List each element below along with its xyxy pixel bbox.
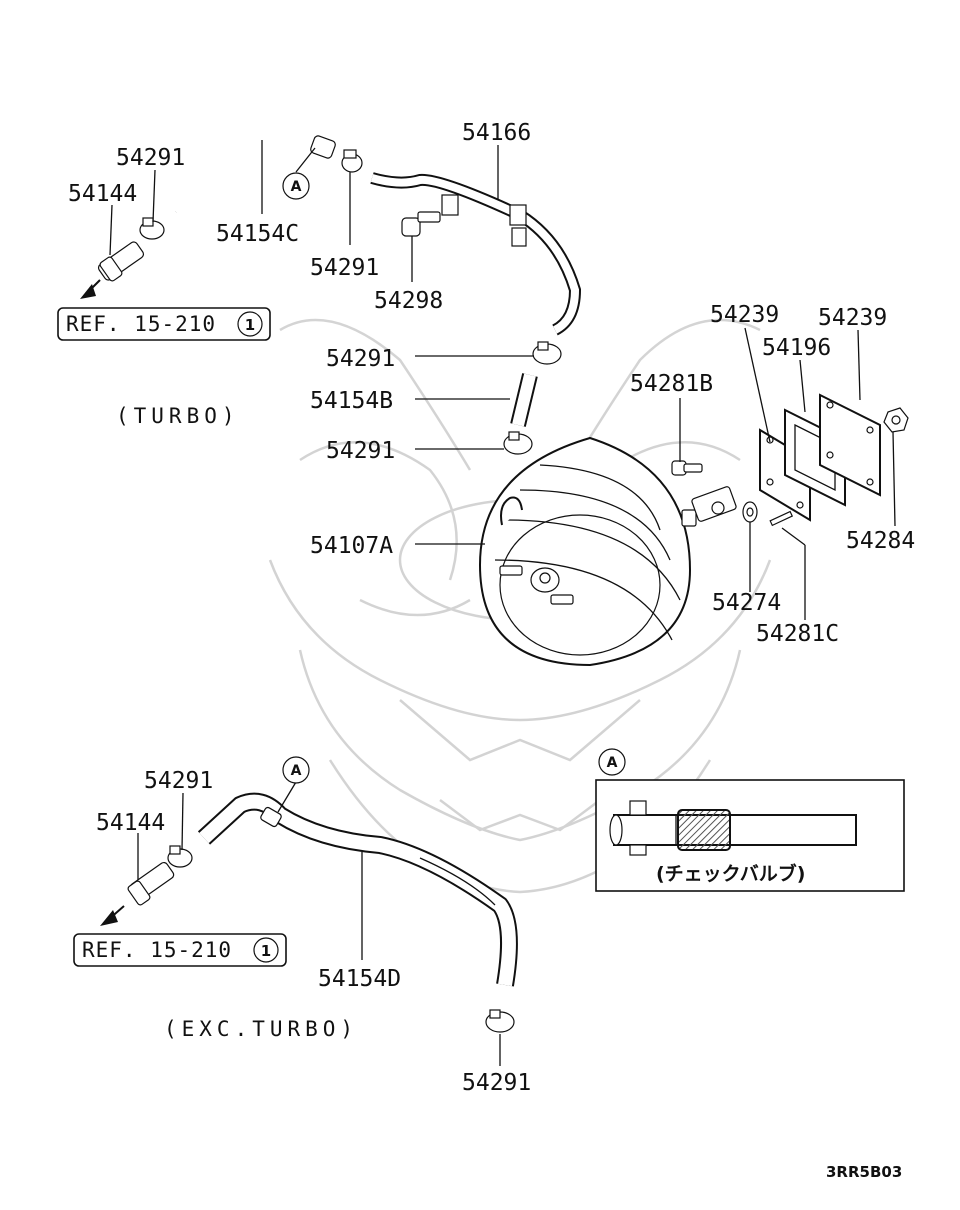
clamp-54291-e — [167, 845, 193, 868]
label-54291-d: 54291 — [326, 438, 395, 464]
nut-54284 — [883, 407, 909, 433]
section-exc-turbo-label: (EXC.TURBO) — [164, 1017, 358, 1041]
detail-a-caption: (チェックバルブ) — [656, 862, 805, 885]
label-54154C: 54154C — [216, 221, 299, 247]
label-54284: 54284 — [846, 528, 915, 554]
clamp-54291-c — [532, 341, 562, 365]
label-54144-a: 54144 — [68, 181, 137, 207]
label-54291-a: 54291 — [116, 145, 185, 171]
clamp-54291-a — [139, 217, 165, 240]
label-54196: 54196 — [762, 335, 831, 361]
ref-turbo-circle — [237, 311, 263, 337]
label-54291-e: 54291 — [144, 768, 213, 794]
detail-tube — [613, 814, 857, 846]
label-54281C: 54281C — [756, 621, 839, 647]
washer-54274 — [742, 501, 758, 523]
detail-a-marker — [598, 748, 626, 776]
label-54154D: 54154D — [318, 966, 401, 992]
label-54291-b: 54291 — [310, 255, 379, 281]
ref-exc-number: 1 — [261, 942, 271, 960]
check-valve-turbo — [310, 135, 336, 159]
ref-arrow-exc-icon — [100, 910, 118, 926]
callout-a-turbo-text: A — [291, 179, 302, 195]
label-54154B: 54154B — [310, 388, 393, 414]
bolt-54281B — [671, 460, 703, 476]
clamp-54291-d — [503, 431, 533, 455]
detail-a-marker-text: A — [607, 755, 618, 771]
bolt-54298 — [401, 211, 441, 237]
clevis-assembly — [691, 486, 737, 522]
label-54239-b: 54239 — [818, 305, 887, 331]
check-valve-exc — [260, 806, 282, 828]
label-54298: 54298 — [374, 288, 443, 314]
callout-a-exc — [282, 756, 310, 784]
pipe-bracket-2 — [509, 204, 527, 226]
diagram-code: 3RR5B03 — [826, 1163, 902, 1181]
ref-turbo-text: REF. 15-210 — [66, 312, 216, 336]
ref-exc-circle — [253, 937, 279, 963]
gasket-54239-rear — [819, 393, 881, 497]
detail-clip-bottom — [629, 844, 647, 856]
callout-a-exc-text: A — [291, 763, 302, 779]
label-54166: 54166 — [462, 120, 531, 146]
ref-box-turbo — [57, 307, 271, 341]
ref-turbo-number: 1 — [245, 316, 255, 334]
detail-a-check-valve: A (チェックバルブ) — [595, 748, 905, 892]
label-54107A: 54107A — [310, 533, 393, 559]
label-54281B: 54281B — [630, 371, 713, 397]
detail-clip-top — [629, 800, 647, 816]
clamp-54291-b — [341, 149, 363, 173]
label-54274: 54274 — [712, 590, 781, 616]
ref-exc-text: REF. 15-210 — [82, 938, 232, 962]
ref-arrow-icon — [80, 284, 96, 299]
fitting-54144-exc — [100, 861, 175, 926]
label-54291-f: 54291 — [462, 1070, 531, 1096]
fitting-54144-turbo — [80, 241, 145, 299]
label-54144-b: 54144 — [96, 810, 165, 836]
label-54291-c: 54291 — [326, 346, 395, 372]
ref-box-exc — [73, 933, 287, 967]
brake-booster-54107A — [478, 436, 697, 667]
exc-turbo-section: A REF. 15-210 1 (EXC.TURBO) 54291 54144 … — [73, 756, 531, 1096]
callout-a-turbo — [282, 172, 310, 200]
pipe-bracket-3 — [511, 227, 527, 247]
section-turbo-label: (TURBO) — [116, 404, 240, 428]
pin-54281C — [769, 510, 794, 527]
pipe-bracket-1 — [441, 194, 459, 216]
turbo-section: A REF. 15-210 1 (TURBO) 54291 54144 5415… — [57, 120, 915, 667]
detail-valve-body — [677, 809, 731, 851]
label-54239-a: 54239 — [710, 302, 779, 328]
clamp-54291-f — [485, 1009, 515, 1033]
